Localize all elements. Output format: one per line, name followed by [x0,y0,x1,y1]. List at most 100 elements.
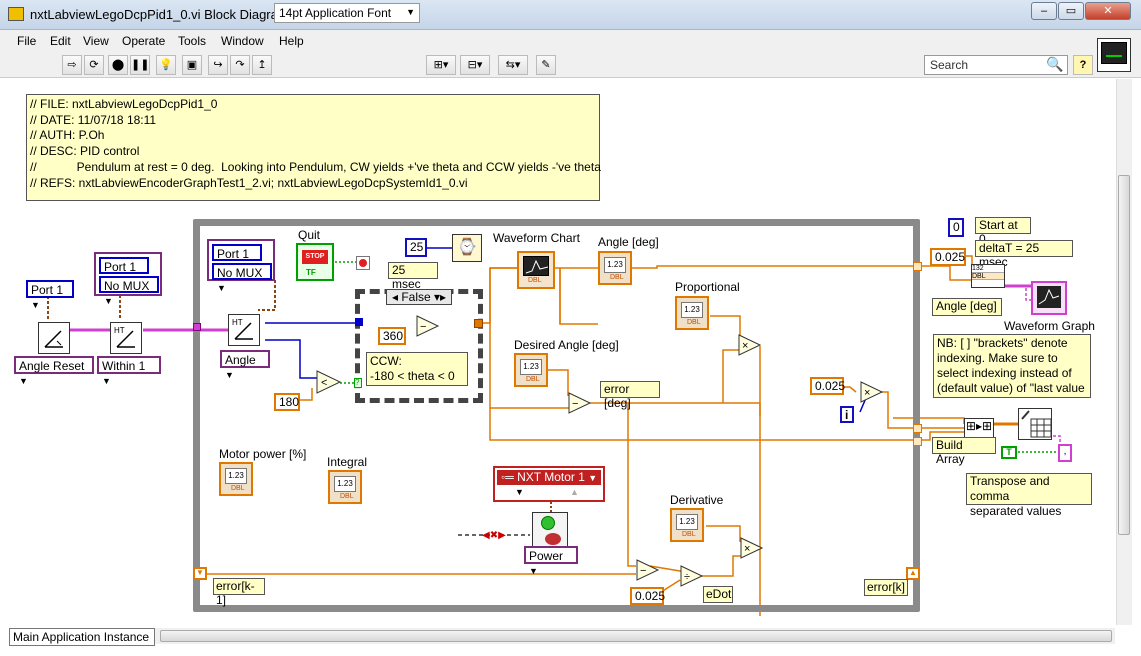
derivative-subtract-node[interactable]: − [636,559,660,581]
stop-button-control[interactable]: STOP TF [296,243,334,281]
horizontal-scroll-thumb[interactable] [160,630,1112,642]
nxt-motor-header[interactable]: ◦═ NXT Motor 1 ▼ [497,470,601,485]
reorder-icon[interactable]: ⇆▾ [498,55,528,75]
loop-tunnel [913,437,922,446]
case-next-icon[interactable]: ▸ [440,290,447,304]
port1-constant[interactable]: Port 1 ▼ [26,280,74,310]
menu-tools[interactable]: Tools [178,34,207,48]
port-mux-cluster[interactable]: Port 1 ▼ No MUX ▼ [94,252,162,306]
port1-ring-inner[interactable]: Port 1 ▼ [212,244,262,274]
case-selector-text: False [401,290,431,304]
no-mux-ring-inner[interactable]: No MUX ▼ [212,263,272,293]
clean-up-diagram-icon[interactable]: ✎ [536,55,556,75]
font-dropdown[interactable]: 14pt Application Font▼ [274,3,420,23]
angle-deg-graph-label: Angle [deg] [932,298,1002,316]
angle-ring[interactable]: Angle ▼ [220,350,270,380]
true-constant[interactable]: T [1001,446,1017,459]
port1-ring[interactable]: Port 1 ▼ [99,257,149,287]
step-out-icon[interactable]: ↥ [252,55,272,75]
case-selector[interactable]: ◂ False ▾▸ [386,289,452,305]
chevron-up-icon[interactable]: ▲ [570,487,579,497]
shift-register-left[interactable]: ▼ [193,567,207,580]
waveform-graph-terminal[interactable] [1031,281,1067,315]
wait-timer-icon[interactable]: ⌚ [452,234,482,262]
const-0025-dt[interactable]: 0.025 [630,587,665,605]
help-button[interactable]: ? [1073,55,1093,75]
vertical-scroll-thumb[interactable] [1118,175,1130,535]
menu-window[interactable]: Window [221,34,264,48]
case-prev-icon[interactable]: ◂ [391,290,398,304]
read-angle-vi-icon[interactable]: HT [228,314,260,346]
menu-edit[interactable]: Edit [50,34,71,48]
bundle-node[interactable]: 132 DBL [971,264,1005,288]
close-button[interactable]: ✕ [1085,2,1131,20]
const-0[interactable]: 0 [948,218,964,237]
build-array-label: Build Array [932,437,996,466]
distribute-objects-icon[interactable]: ⊟▾ [460,55,490,75]
divide-node[interactable]: ÷ [680,565,704,587]
step-into-icon[interactable]: ↪ [208,55,228,75]
wait-constant[interactable]: 25 [405,238,427,257]
power-ring[interactable]: Power ▼ [524,546,578,576]
multiply-node-d[interactable]: × [740,537,764,559]
angle-reset-ring[interactable]: Angle Reset ▼ [14,356,94,386]
menu-help[interactable]: Help [279,34,304,48]
header-comment[interactable]: // FILE: nxtLabviewLegoDcpPid1_0 // DATE… [26,94,601,201]
menu-file[interactable]: File [17,34,37,48]
angle-text: Angle [225,353,256,367]
menu-operate[interactable]: Operate [122,34,166,48]
run-continuously-icon[interactable]: ⟳ [84,55,104,75]
chevron-down-icon: ▼ [529,566,538,576]
chevron-down-icon[interactable]: ▾ [434,290,441,304]
within1-ring[interactable]: Within 1 ▼ [97,356,161,386]
abort-icon[interactable]: ⬤ [108,55,128,75]
waveform-chart-terminal[interactable]: DBL [517,251,555,289]
port-mux-cluster-inner[interactable]: Port 1 ▼ No MUX ▼ [207,239,275,293]
error-subtract-node[interactable]: − [568,392,592,414]
within-range-vi-icon[interactable]: HT [110,322,142,354]
search-icon[interactable]: 🔍 [1046,56,1064,72]
while-loop[interactable] [193,219,920,612]
pause-icon[interactable]: ❚❚ [130,55,150,75]
shift-register-right[interactable]: ▲ [906,567,920,580]
step-over-icon[interactable]: ↷ [230,55,250,75]
maximize-button[interactable]: ▭ [1058,2,1084,20]
vi-connector-icon[interactable] [1097,38,1131,72]
no-mux-ring[interactable]: No MUX ▼ [99,276,159,306]
search-input[interactable]: Search [924,55,1068,75]
string-output-terminal[interactable]: , [1058,444,1072,462]
less-than-node[interactable]: < [316,370,342,394]
stop-terminal-icon[interactable] [356,256,370,270]
const-0025-i[interactable]: 0.025 [810,377,845,395]
minimize-button[interactable]: – [1031,2,1057,20]
nb-comment: NB: [ ] "brackets" denote indexing. Make… [933,334,1091,398]
subtract-node[interactable]: − [416,315,440,337]
nxt-motor-ring[interactable]: ◦═ NXT Motor 1 ▼ ▼ ▲ [493,466,605,502]
retain-wire-values-icon[interactable]: ▣ [182,55,202,75]
const-360[interactable]: 360 [378,327,406,345]
const-0025-graph[interactable]: 0.025 [930,248,966,266]
write-spreadsheet-vi-icon[interactable] [1018,408,1052,440]
const-180[interactable]: 180 [274,393,300,411]
multiply-node-p[interactable]: × [738,334,762,356]
menu-view[interactable]: View [83,34,109,48]
motor-power-vi-icon[interactable] [532,512,568,548]
integral-multiply-node[interactable]: × [860,381,884,403]
angle-sensor-vi-icon[interactable] [38,322,70,354]
svg-text:×: × [744,543,750,555]
motor-power-label: Motor power [%] [219,447,307,461]
application-instance-status[interactable]: Main Application Instance [9,628,155,646]
chevron-down-icon[interactable]: ▼ [515,487,524,497]
highlight-execution-icon[interactable]: 💡 [156,55,176,75]
align-objects-icon[interactable]: ⊞▾ [426,55,456,75]
build-array-node[interactable]: ⊞▸⊞ [964,418,994,438]
transpose-comment-line: separated values [970,504,1062,518]
run-arrow-icon[interactable]: ⇨ [62,55,82,75]
